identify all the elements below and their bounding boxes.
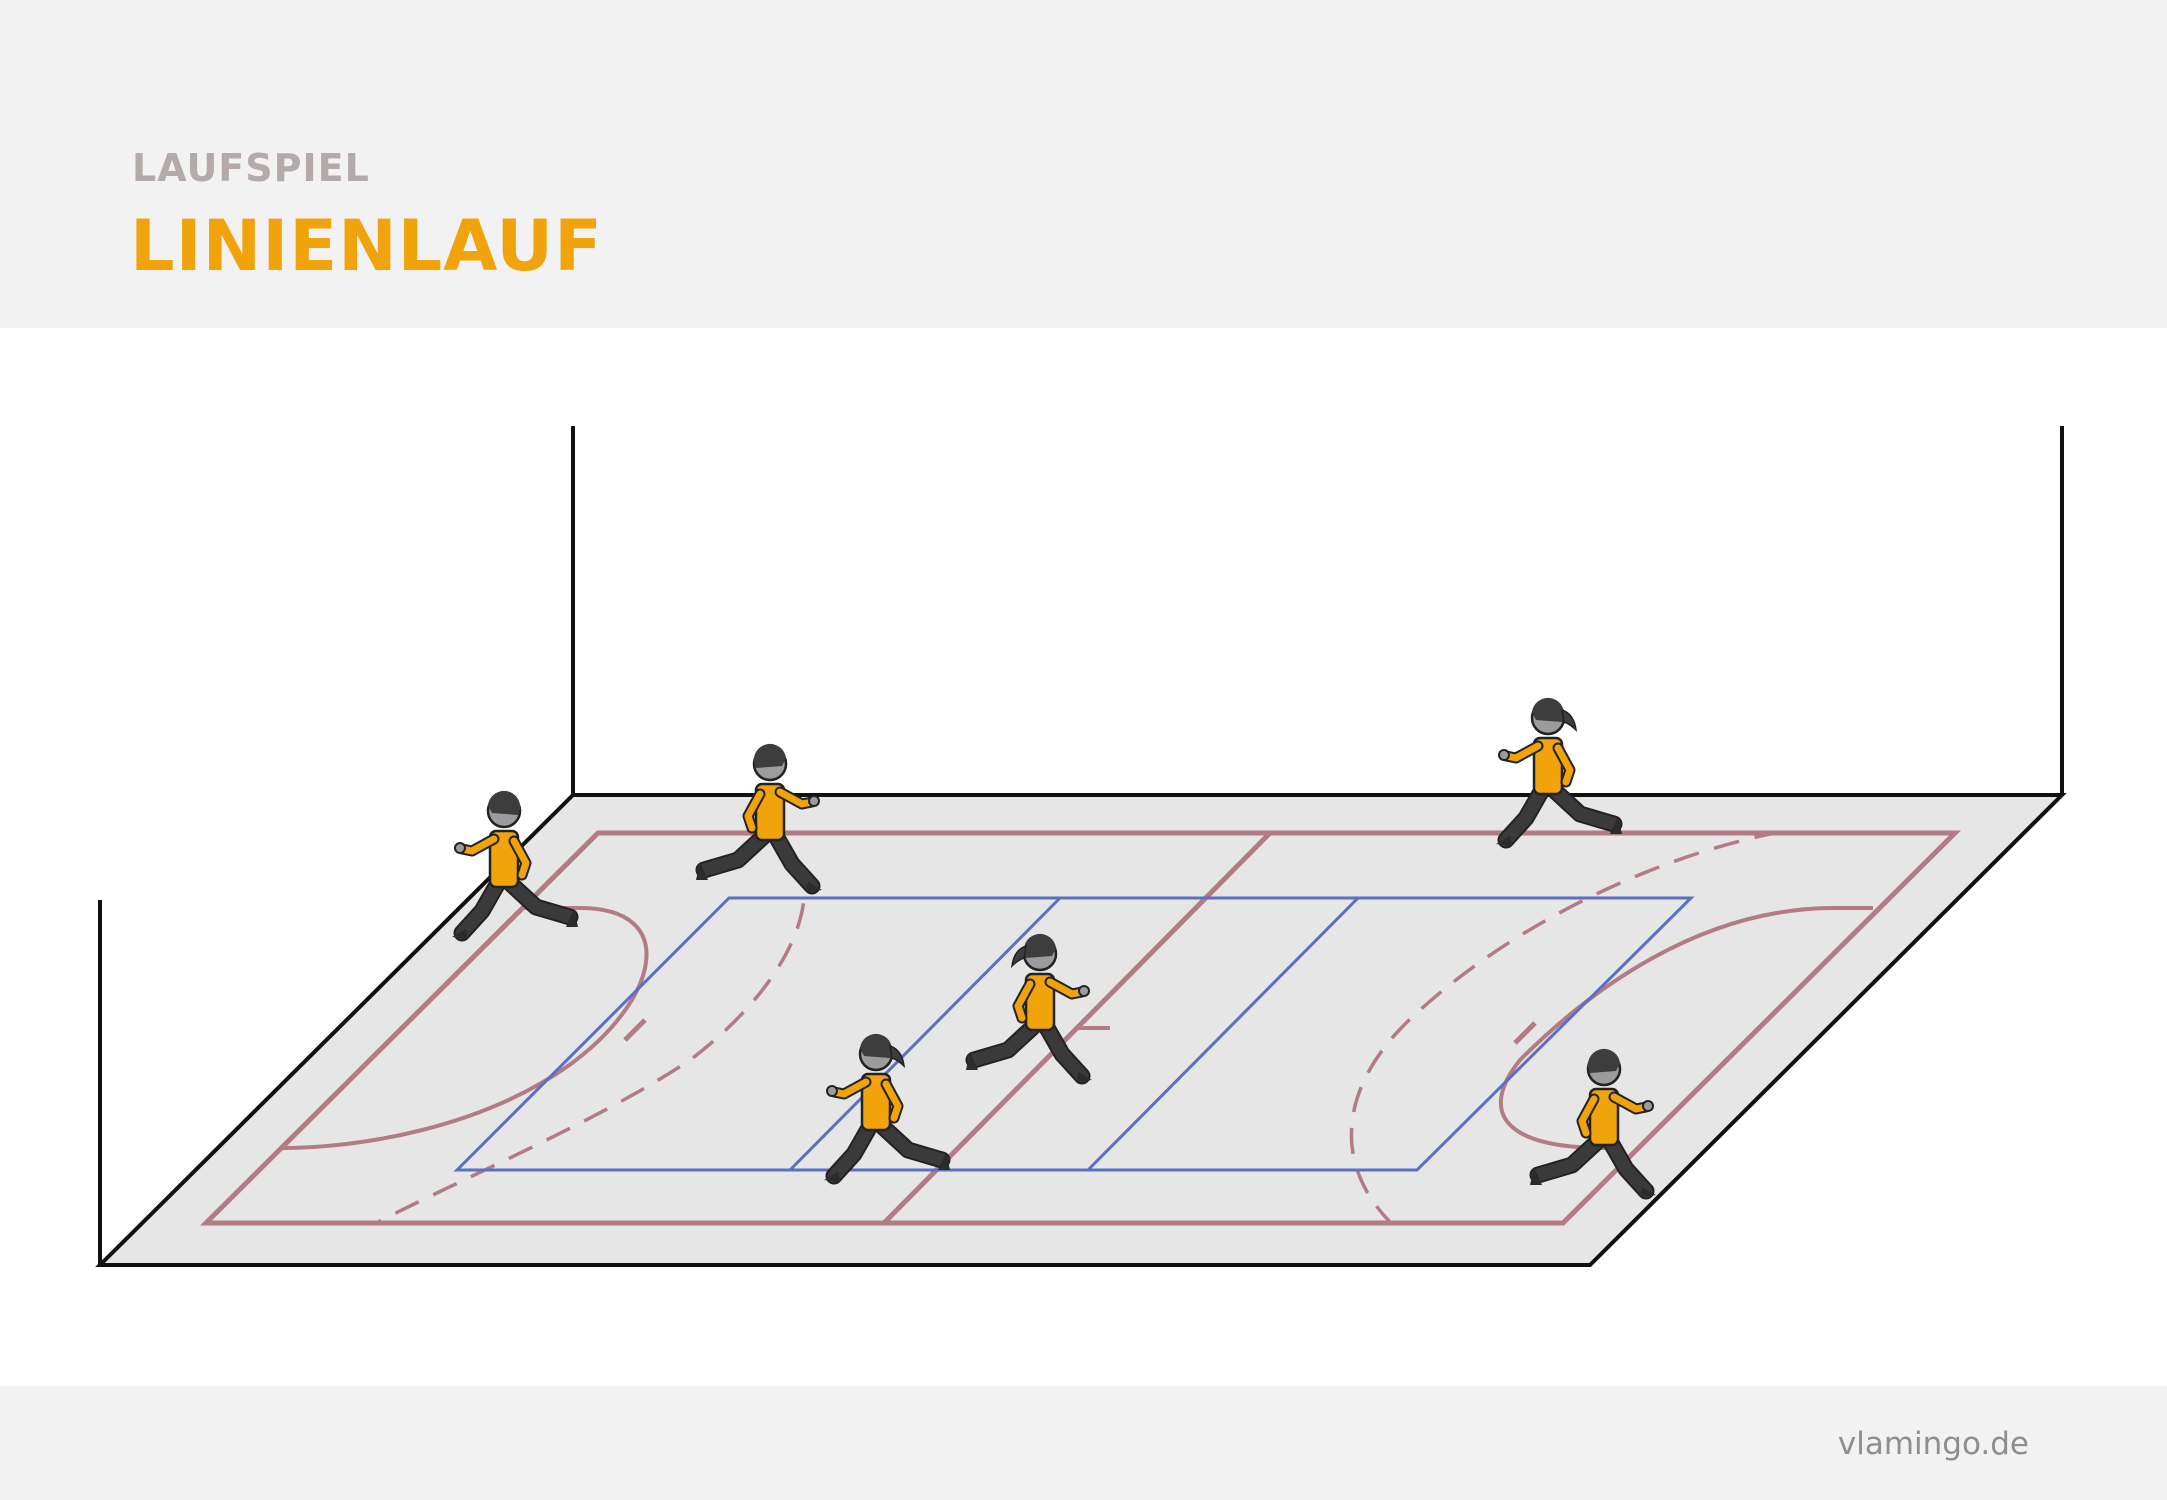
volleyball-court-lines: [453, 896, 1695, 1172]
footer-brand-link[interactable]: vlamingo.de: [1837, 1426, 2029, 1462]
gym-walls: [98, 426, 2064, 1265]
category-label: LAUFSPIEL: [132, 146, 370, 190]
footer-bar: [0, 1386, 2167, 1500]
page-title: LINIENLAUF: [130, 205, 603, 287]
header-banner: [0, 0, 2167, 328]
